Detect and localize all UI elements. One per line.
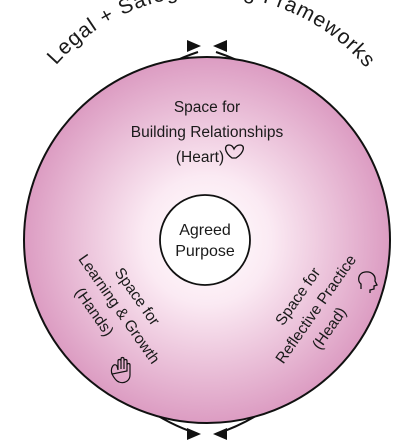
center-line1: Agreed	[179, 222, 231, 239]
top-space-line2: Building Relationships	[131, 124, 284, 141]
arrow-bottom-right-pointing	[187, 428, 201, 440]
arrow-top-left-pointing	[213, 40, 227, 52]
agreed-purpose-circle	[159, 194, 251, 286]
top-space-line1: Space for	[174, 99, 240, 116]
arrow-top-right-pointing	[187, 40, 201, 52]
hands-icon	[110, 356, 131, 384]
arrow-bottom-left-pointing	[213, 428, 227, 440]
top-space-line3: (Heart)	[176, 149, 224, 166]
head-icon	[358, 271, 378, 293]
center-line2: Purpose	[175, 243, 235, 260]
heart-icon	[224, 144, 244, 159]
